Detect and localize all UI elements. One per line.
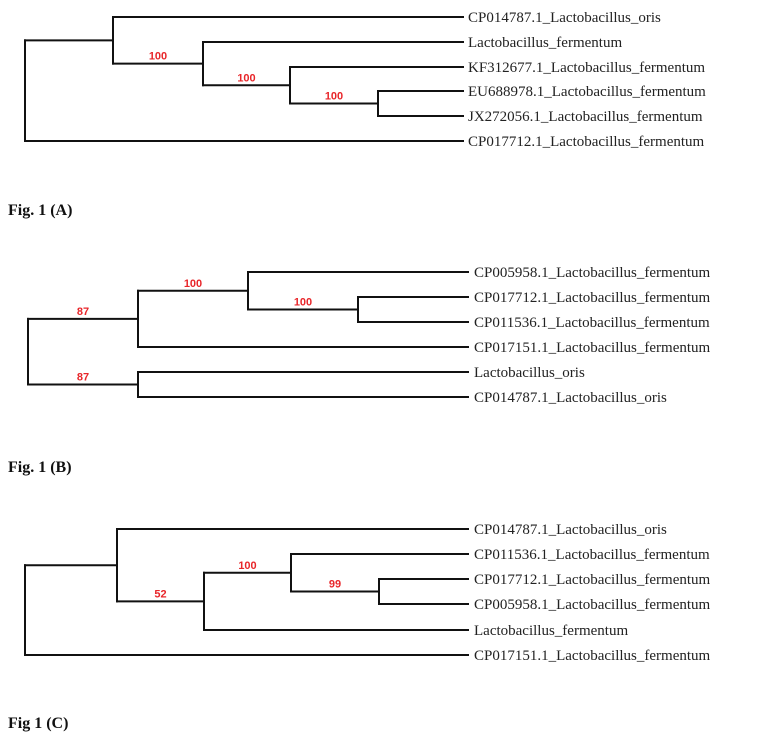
tree-a-leaf-label: CP017712.1_Lactobacillus_fermentum <box>468 134 705 150</box>
tree-b-leaf-label: CP014787.1_Lactobacillus_oris <box>474 390 667 406</box>
tree-a-leaf-label: KF312677.1_Lactobacillus_fermentum <box>468 60 705 76</box>
tree-b-bootstrap-value: 100 <box>184 278 202 290</box>
tree-c-bootstrap-value: 99 <box>329 579 341 591</box>
tree-a-leaf-label: EU688978.1_Lactobacillus_fermentum <box>468 84 706 100</box>
tree-b-leaf-label: Lactobacillus_oris <box>474 365 585 381</box>
tree-b-leaf-label: CP011536.1_Lactobacillus_fermentum <box>474 315 710 331</box>
tree-a-bootstrap-value: 100 <box>149 51 167 63</box>
tree-b-bootstrap-value: 87 <box>77 306 89 318</box>
figure-caption-a: Fig. 1 (A) <box>8 202 72 219</box>
tree-a-bootstrap-value: 100 <box>237 72 255 84</box>
figure-caption-b: Fig. 1 (B) <box>8 459 72 476</box>
tree-b-leaf-label: CP017712.1_Lactobacillus_fermentum <box>474 290 711 306</box>
tree-c-bootstrap-value: 100 <box>238 560 256 572</box>
tree-b-bootstrap-value: 100 <box>294 297 312 309</box>
tree-a-leaf-label: CP014787.1_Lactobacillus_oris <box>468 10 661 26</box>
tree-b-bootstrap-value: 87 <box>77 372 89 384</box>
tree-panel-b: 100 100 87 87 CP005958.1_Lactobacillus_ferme… <box>8 265 711 476</box>
tree-c-leaf-label: Lactobacillus_fermentum <box>474 623 628 639</box>
tree-panel-c: 99 100 52 CP014787.1_Lactobacillus_orisCP01… <box>8 522 711 732</box>
tree-c-leaf-label: CP017151.1_Lactobacillus_fermentum <box>474 648 711 664</box>
figure-caption-c: Fig 1 (C) <box>8 715 68 732</box>
tree-b-leaf-label: CP017151.1_Lactobacillus_fermentum <box>474 340 711 356</box>
tree-c-leaf-label: CP014787.1_Lactobacillus_oris <box>474 522 667 538</box>
tree-panel-a: 100 100 100 CP014787.1_Lactobacillus_orisLa… <box>8 10 706 219</box>
tree-c-leaf-label: CP011536.1_Lactobacillus_fermentum <box>474 547 710 563</box>
tree-c-leaf-label: CP017712.1_Lactobacillus_fermentum <box>474 572 711 588</box>
tree-c-leaf-label: CP005958.1_Lactobacillus_fermentum <box>474 597 711 613</box>
tree-c-bootstrap-value: 52 <box>154 588 166 600</box>
tree-a-leaf-label: Lactobacillus_fermentum <box>468 35 622 51</box>
tree-a-bootstrap-value: 100 <box>325 91 343 103</box>
tree-b-leaf-label: CP005958.1_Lactobacillus_fermentum <box>474 265 711 281</box>
tree-a-leaf-label: JX272056.1_Lactobacillus_fermentum <box>468 109 703 125</box>
